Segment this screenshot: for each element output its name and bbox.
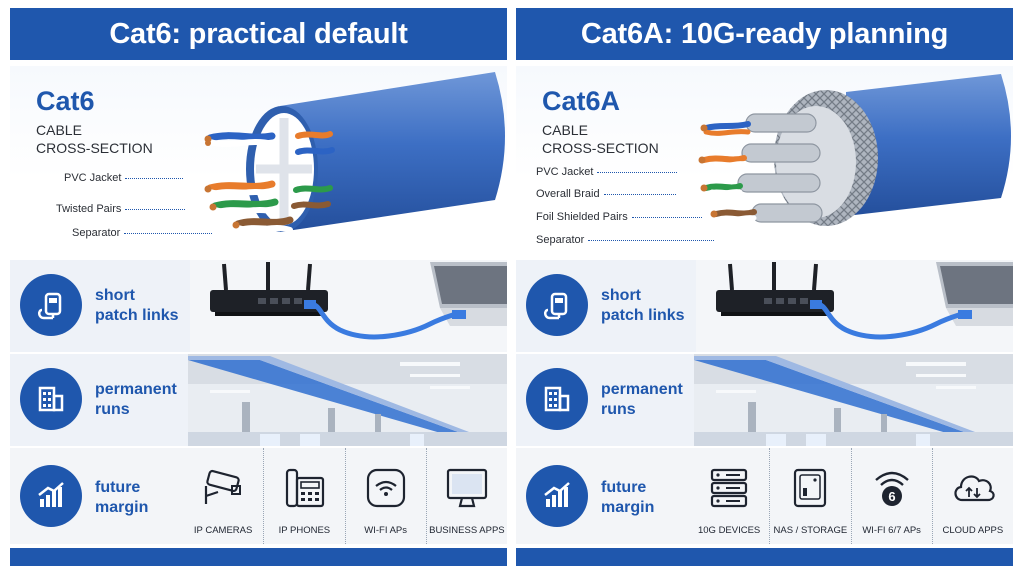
- cat6a-cable-section: Cat6A CABLE CROSS-SECTION PVC Jacket Ove…: [516, 66, 1013, 254]
- cat6-cable-title: Cat6: [36, 86, 95, 116]
- wifi-icon: [366, 468, 405, 508]
- cat6a-label-jacket: PVC Jacket: [536, 166, 678, 178]
- growth-chart-icon: [526, 465, 588, 527]
- cat6a-cable-subtitle: CABLE CROSS-SECTION: [542, 122, 659, 156]
- cat6a-panel: Cat6A: 10G-ready planning: [516, 8, 1013, 568]
- device-ip-phones: IP PHONES: [263, 448, 344, 544]
- building-icon: [526, 368, 588, 430]
- cat6-cable-illustration: [204, 72, 505, 233]
- device-business-apps: BUSINESS APPS: [425, 448, 507, 544]
- server-rack-icon: [711, 468, 748, 508]
- cat6-label-pairs: Twisted Pairs: [56, 203, 186, 215]
- cat6-footer-bar: [10, 548, 507, 566]
- ceiling-tray-scene: [188, 354, 507, 446]
- router-laptop-scene: [190, 260, 507, 352]
- monitor-icon: [446, 468, 487, 508]
- device-ip-cameras: IP CAMERAS: [183, 448, 263, 544]
- cloud-sync-icon: [954, 475, 995, 502]
- wifi6-icon: 6: [874, 471, 909, 506]
- svg-text:6: 6: [888, 489, 895, 504]
- cat6a-footer-bar: [516, 548, 1013, 566]
- cat6a-label-foil: Foil Shielded Pairs: [536, 211, 702, 223]
- cat6-label-jacket: PVC Jacket: [64, 172, 184, 184]
- router-laptop-scene: [696, 260, 1013, 352]
- growth-chart-icon: [20, 465, 82, 527]
- device-wifi-aps: WI-FI APs: [344, 448, 426, 544]
- cat6-cable-section: Cat6 CABLE CROSS-SECTION PVC Jacket Twis…: [10, 66, 507, 254]
- device-cloud-apps: CLOUD APPS: [931, 448, 1013, 544]
- cat6a-header: Cat6A: 10G-ready planning: [516, 8, 1013, 60]
- cat6a-label-braid: Overall Braid: [536, 188, 676, 200]
- ceiling-tray-scene: [694, 354, 1013, 446]
- cat6a-device-list: 10G DEVICES NAS / STORAGE 6 WI-FI 6/7 AP…: [689, 448, 1013, 544]
- cat6-label-separator: Separator: [72, 227, 213, 239]
- ethernet-plug-icon: [20, 274, 82, 336]
- device-wifi-67-aps: 6 WI-FI 6/7 APs: [850, 448, 932, 544]
- cat6-panel: Cat6: practical default: [10, 8, 507, 568]
- cat6-cable-subtitle: CABLE CROSS-SECTION: [36, 122, 153, 156]
- ethernet-plug-icon: [526, 274, 588, 336]
- cat6-device-list: IP CAMERAS IP PHONES WI-FI APs BUSINESS …: [183, 448, 507, 544]
- cat6a-cable-illustration: [698, 74, 1011, 226]
- cat6a-label-separator: Separator: [536, 234, 715, 246]
- device-10g-devices: 10G DEVICES: [689, 448, 769, 544]
- security-camera-icon: [205, 469, 242, 504]
- building-icon: [20, 368, 82, 430]
- device-nas-storage: NAS / STORAGE: [769, 448, 850, 544]
- nas-drive-icon: [794, 468, 827, 508]
- cat6-header: Cat6: practical default: [10, 8, 507, 60]
- desk-phone-icon: [286, 468, 325, 508]
- cat6a-cable-title: Cat6A: [542, 86, 621, 116]
